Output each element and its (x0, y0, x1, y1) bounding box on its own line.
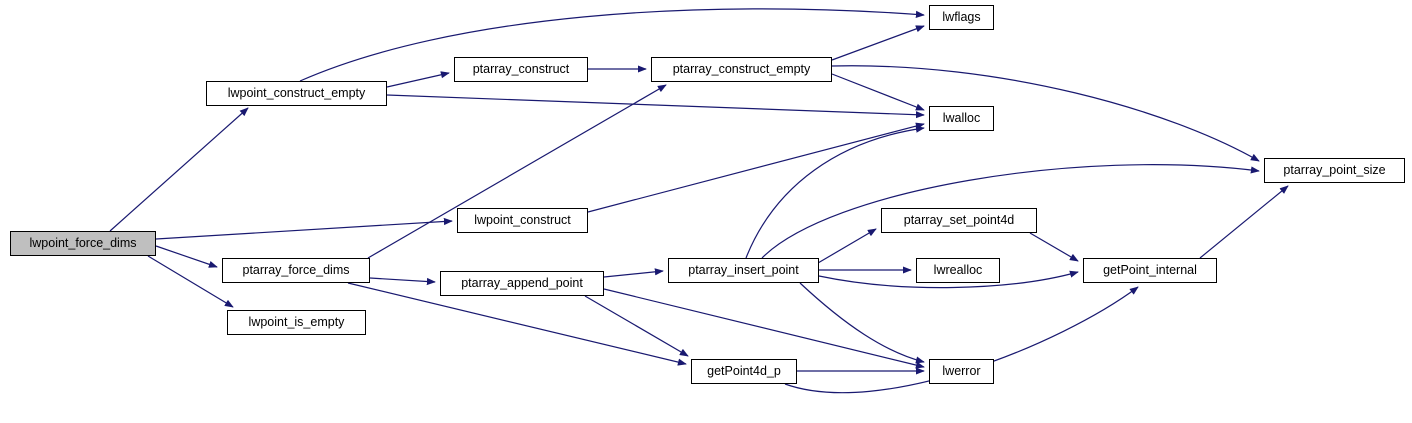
edge-ptarray_force_dims-to-ptarray_construct_empty (367, 84, 667, 259)
node-ptarray_insert_point[interactable]: ptarray_insert_point (668, 258, 819, 283)
node-lwpoint_force_dims: lwpoint_force_dims (10, 231, 156, 256)
edge-getPoint_internal-to-ptarray_point_size (1199, 185, 1289, 259)
edge-lwpoint_force_dims-to-lwpoint_construct (155, 217, 453, 240)
edge-ptarray_insert_point-to-lwalloc (745, 125, 925, 259)
edge-ptarray_force_dims-to-getPoint4d_p (347, 282, 687, 366)
edge-ptarray_set_point4d-to-getPoint_internal (1029, 232, 1079, 262)
node-getPoint4d_p[interactable]: getPoint4d_p (691, 359, 797, 384)
node-ptarray_point_size[interactable]: ptarray_point_size (1264, 158, 1405, 183)
node-lwflags[interactable]: lwflags (929, 5, 994, 30)
edge-ptarray_construct_empty-to-ptarray_point_size (831, 65, 1260, 162)
node-lwrealloc[interactable]: lwrealloc (916, 258, 1000, 283)
node-ptarray_construct_empty[interactable]: ptarray_construct_empty (651, 57, 832, 82)
edge-ptarray_append_point-to-ptarray_insert_point (603, 268, 664, 278)
edge-ptarray_append_point-to-getPoint4d_p (584, 295, 689, 357)
edge-lwpoint_construct_empty-to-lwflags (299, 8, 925, 82)
edge-lwpoint_force_dims-to-lwpoint_construct_empty (109, 107, 249, 232)
node-getPoint_internal[interactable]: getPoint_internal (1083, 258, 1217, 283)
edge-lwpoint_construct_empty-to-ptarray_construct (386, 71, 450, 88)
edge-ptarray_force_dims-to-ptarray_append_point (369, 277, 436, 286)
node-ptarray_set_point4d[interactable]: ptarray_set_point4d (881, 208, 1037, 233)
edge-ptarray_insert_point-to-ptarray_point_size (761, 164, 1260, 259)
edge-ptarray_construct_empty-to-lwalloc (831, 73, 925, 111)
edge-lwpoint_construct_empty-to-lwalloc (386, 94, 925, 119)
edge-lwpoint_force_dims-to-lwpoint_is_empty (147, 255, 234, 308)
edge-ptarray_append_point-to-lwerror (603, 288, 925, 369)
edge-ptarray_construct_empty-to-lwflags (831, 25, 925, 61)
node-lwerror[interactable]: lwerror (929, 359, 994, 384)
edge-ptarray_insert_point-to-lwerror (799, 282, 925, 364)
node-lwpoint_is_empty[interactable]: lwpoint_is_empty (227, 310, 366, 335)
edge-lwpoint_force_dims-to-ptarray_force_dims (155, 245, 218, 268)
node-ptarray_construct[interactable]: ptarray_construct (454, 57, 588, 82)
node-ptarray_append_point[interactable]: ptarray_append_point (440, 271, 604, 296)
node-ptarray_force_dims[interactable]: ptarray_force_dims (222, 258, 370, 283)
edge-ptarray_insert_point-to-ptarray_set_point4d (817, 228, 877, 264)
node-lwalloc[interactable]: lwalloc (929, 106, 994, 131)
edge-lwpoint_construct-to-lwalloc (587, 122, 925, 213)
node-lwpoint_construct_empty[interactable]: lwpoint_construct_empty (206, 81, 387, 106)
edge-ptarray_insert_point-to-getPoint_internal (818, 270, 1079, 289)
node-lwpoint_construct[interactable]: lwpoint_construct (457, 208, 588, 233)
